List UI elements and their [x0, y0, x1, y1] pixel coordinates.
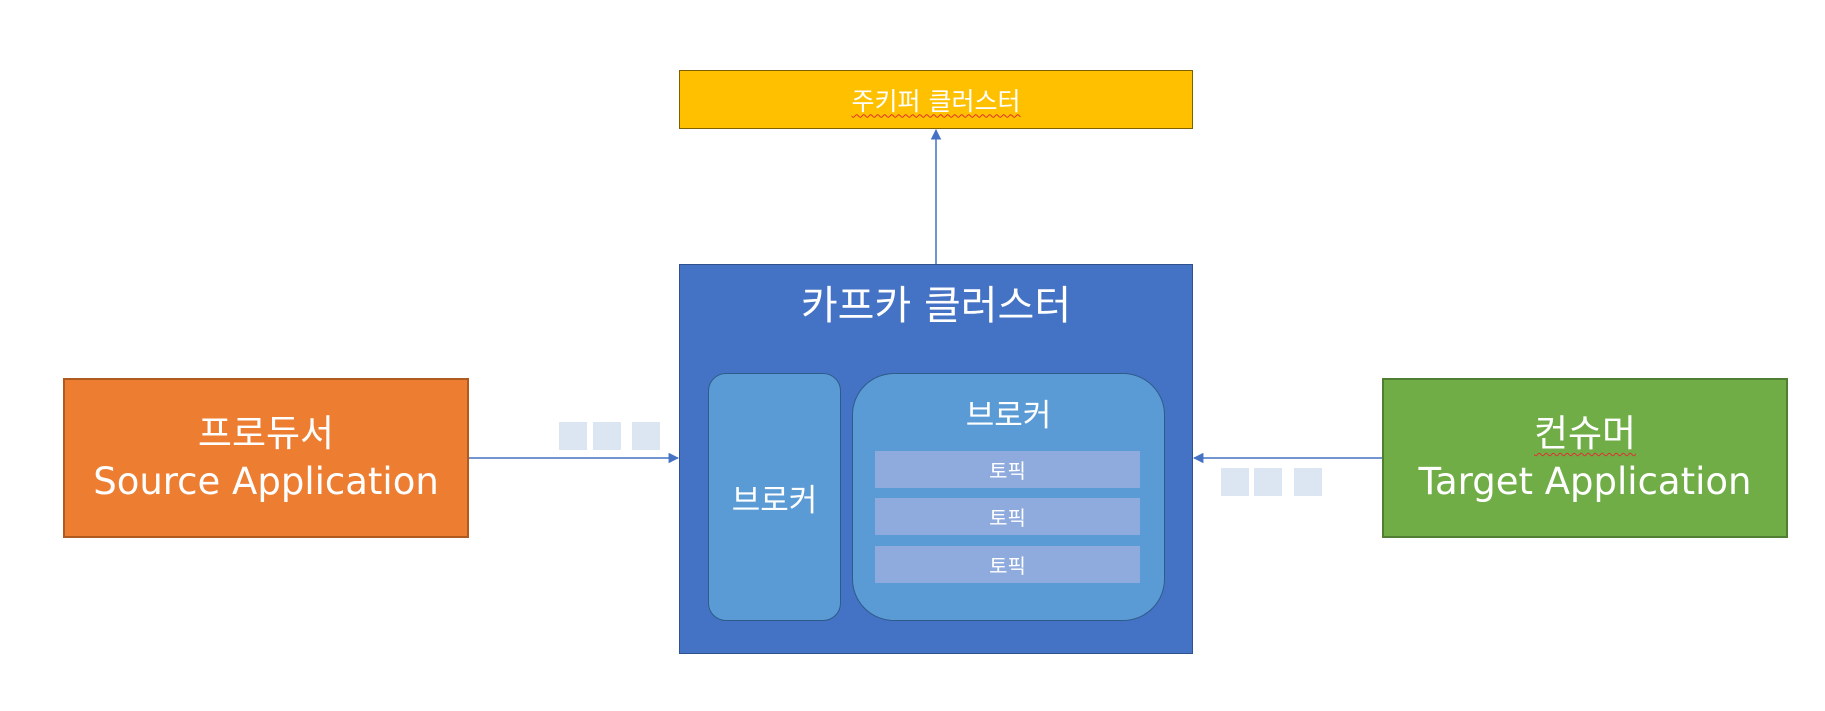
- broker-1: 브로커: [708, 373, 841, 621]
- topic-2: 토픽: [875, 498, 1140, 535]
- kafka-cluster-title: 카프카 클러스터: [800, 283, 1072, 329]
- producer-message-chip-3: [632, 422, 660, 450]
- producer-label-en: Source Application: [93, 460, 439, 503]
- consumer-label-en: Target Application: [1418, 460, 1752, 503]
- producer-message-chip-1: [559, 422, 587, 450]
- broker-1-label: 브로커: [731, 482, 818, 519]
- producer-box: 프로듀서 Source Application: [63, 378, 469, 538]
- consumer-label-ko: 컨슈머: [1533, 411, 1637, 455]
- zookeeper-cluster: 주키퍼 클러스터: [679, 70, 1193, 129]
- broker-2-label: 브로커: [965, 398, 1052, 434]
- consumer-message-chip-3: [1294, 468, 1322, 496]
- producer-label-ko: 프로듀서: [197, 411, 335, 455]
- broker-2: 브로커 토픽 토픽 토픽: [852, 373, 1165, 621]
- topic-1: 토픽: [875, 451, 1140, 488]
- producer-message-chip-2: [593, 422, 621, 450]
- consumer-box: 컨슈머 Target Application: [1382, 378, 1788, 538]
- consumer-message-chip-1: [1221, 468, 1249, 496]
- topic-3: 토픽: [875, 546, 1140, 583]
- consumer-message-chip-2: [1254, 468, 1282, 496]
- zookeeper-label: 주키퍼 클러스터: [851, 86, 1021, 116]
